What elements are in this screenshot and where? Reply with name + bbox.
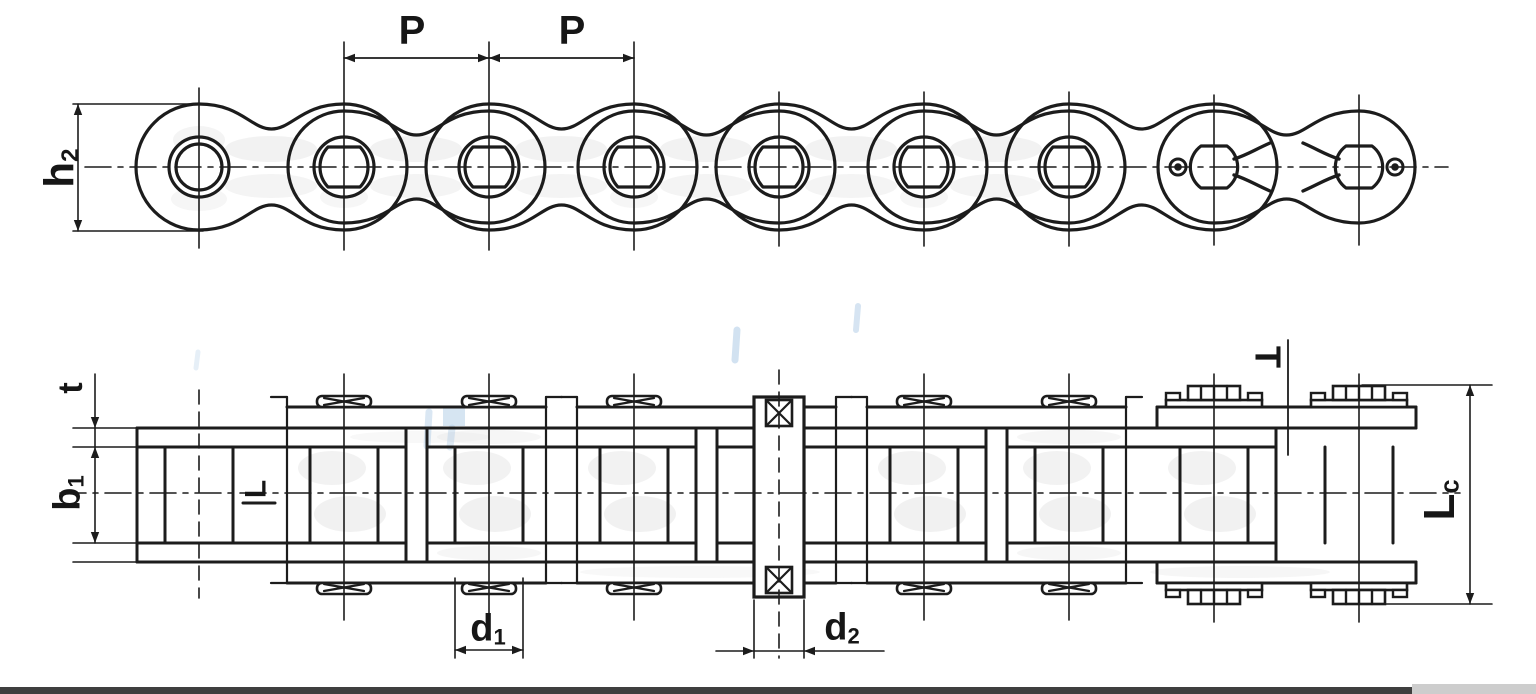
label-pin-diameter-d2: d2 — [824, 606, 860, 649]
connecting-pin — [752, 395, 806, 599]
dim-d1 — [454, 577, 524, 659]
bottom-scan-bar — [0, 684, 1536, 694]
label-plate-height-h2: h2 — [35, 148, 85, 188]
plan-centerlines — [59, 369, 1461, 659]
plan-view — [135, 395, 1418, 585]
label-outer-plate-thickness-T: T — [1247, 346, 1289, 368]
dim-t-b1 — [72, 373, 138, 563]
label-pitch-1: P — [398, 8, 426, 53]
dim-Lc — [1361, 384, 1493, 605]
label-roller-diameter-d1: d1 — [470, 607, 506, 650]
label-plate-thickness-t: t — [51, 382, 90, 394]
label-pitch-2: P — [558, 8, 586, 53]
pin-heads — [315, 394, 1098, 596]
dim-pitch — [343, 53, 635, 63]
label-inner-width-b1: b1 — [46, 475, 89, 511]
side-view-centerlines — [84, 41, 1449, 251]
dim-plate-height — [72, 103, 204, 232]
label-pin-length-L: L — [239, 479, 273, 499]
plan-rollers — [163, 445, 1395, 545]
dim-d2 — [715, 599, 885, 659]
label-pin-length-cotter-Lc: Lc — [1414, 479, 1465, 521]
